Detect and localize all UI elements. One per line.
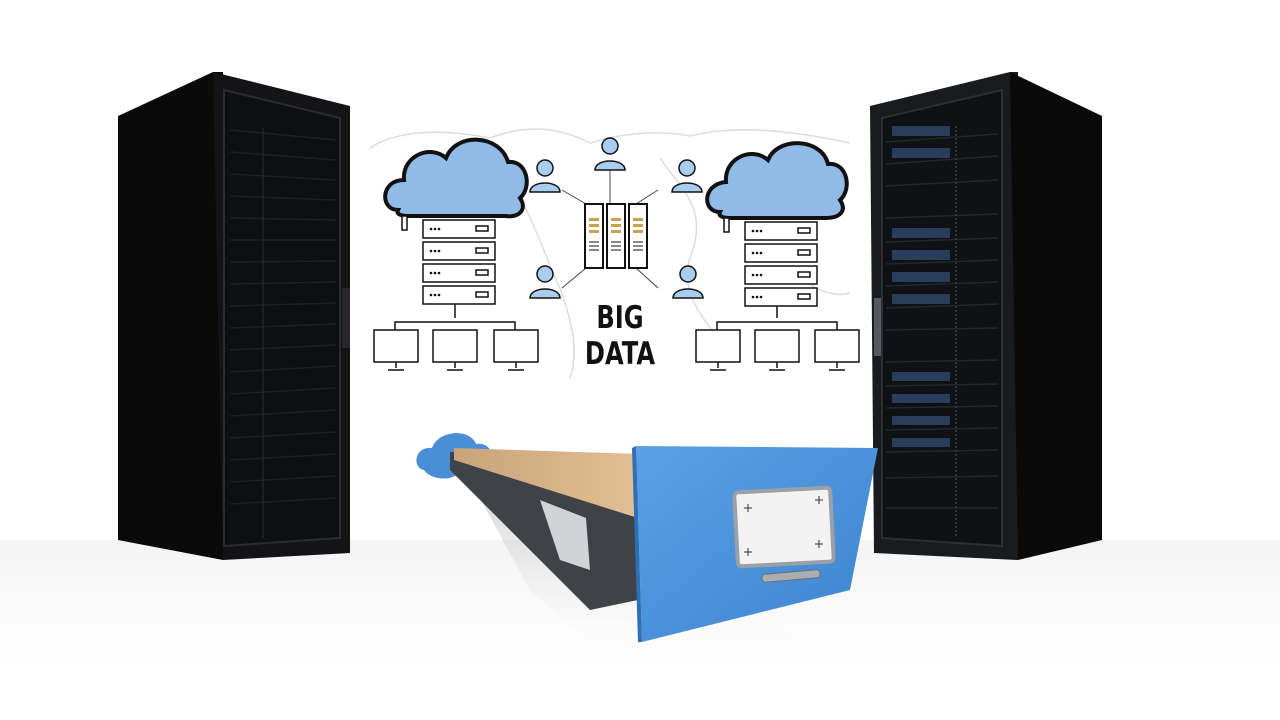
center-server-lights [589, 218, 643, 233]
label-plate-corners [744, 496, 823, 556]
user-icon [594, 137, 626, 171]
big-data-headline: BIG DATA [581, 300, 659, 372]
right-cloud-icon [705, 141, 849, 233]
right-server-stack [744, 221, 818, 307]
hub-connections [561, 166, 659, 289]
headline-line-2: DATA [584, 336, 656, 372]
right-server-rack [870, 68, 1110, 563]
left-server-dots [429, 227, 441, 297]
file-drawer [410, 410, 890, 670]
user-icons [529, 137, 704, 299]
right-computers [695, 306, 860, 371]
user-icon [672, 265, 704, 299]
left-computers [373, 304, 539, 371]
left-cloud-icon [383, 137, 529, 231]
left-server-rack [118, 68, 358, 563]
left-server-stack [422, 219, 496, 305]
user-icon [671, 159, 703, 193]
user-icon [529, 265, 561, 299]
right-server-dots [751, 229, 763, 299]
center-server-towers [584, 203, 648, 269]
headline-line-1: BIG [596, 300, 644, 336]
big-data-network-diagram [360, 118, 865, 388]
user-icon [529, 159, 561, 193]
center-server-vents [589, 241, 643, 251]
